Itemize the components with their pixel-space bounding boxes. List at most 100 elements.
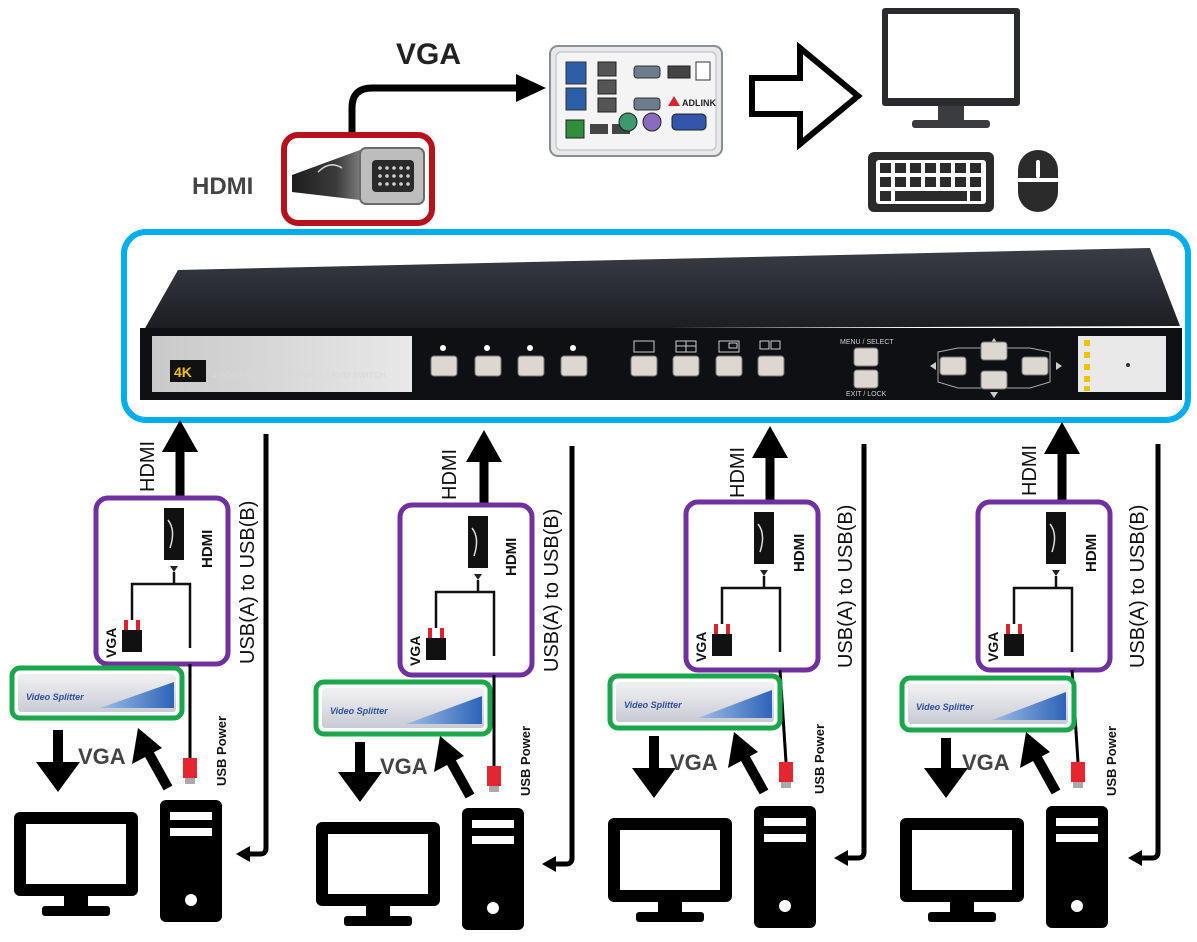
usb-plug-icon: [183, 758, 197, 784]
hdmi-up-label: HDMI: [439, 449, 461, 500]
splitter-text: Video Splitter: [330, 706, 388, 716]
vga-label: VGA: [380, 754, 428, 779]
exit-lock-button[interactable]: [853, 369, 879, 389]
monitor-icon: [900, 818, 1024, 922]
pc-tower-icon: [754, 806, 816, 928]
vga-label: VGA: [962, 750, 1010, 775]
port-button-1[interactable]: [430, 355, 458, 377]
hdmi-to-vga-adapter-icon: [1004, 512, 1074, 656]
vga-up-cable: [739, 753, 769, 795]
menu-label: MENU / SELECT: [840, 339, 894, 346]
station-adapter-frame: [683, 499, 821, 673]
vga-label: VGA: [670, 750, 718, 775]
station-1: HDMI HDMI VGA USB(A) to USB(B) USB Power…: [9, 420, 269, 922]
adapter-vga-label: VGA: [693, 632, 709, 662]
vga-down-arrowhead: [36, 762, 80, 792]
usb-cable: [554, 446, 575, 867]
hdmi-up-arrowhead: [466, 430, 502, 462]
mouse-icon: [1018, 150, 1058, 212]
dpad-up-button[interactable]: [980, 341, 1008, 361]
usb-plug-icon: [1071, 762, 1085, 788]
port-button-3[interactable]: [517, 355, 545, 377]
hdmi-up-label: HDMI: [1019, 445, 1041, 496]
adapter-vga-label: VGA: [103, 628, 119, 658]
usb-plug-icon: [779, 762, 793, 788]
splitter-text: Video Splitter: [26, 692, 84, 702]
usb-cable-label: USB(A) to USB(B): [541, 509, 563, 672]
pc-tower-icon: [160, 800, 222, 922]
video-splitter-icon: Video Splitter: [908, 684, 1068, 724]
adapter-hdmi-label: HDMI: [791, 534, 808, 572]
hdmi-to-vga-adapter-icon: [712, 512, 782, 656]
usb-cable: [1140, 444, 1161, 861]
station-adapter-frame: [975, 499, 1113, 673]
adapter-hdmi-label: HDMI: [503, 538, 520, 576]
vga-cable: [348, 84, 520, 135]
dpad-down-button[interactable]: [980, 370, 1008, 390]
hdmi-up-label: HDMI: [137, 441, 159, 492]
usb-cable-label: USB(A) to USB(B): [237, 501, 259, 664]
hdmi-up-arrowhead: [162, 420, 198, 452]
station-3: HDMI HDMI VGA USB(A) to USB(B) USB Power…: [607, 426, 867, 928]
view-button-dual[interactable]: [757, 355, 785, 377]
adapter-hdmi-label: HDMI: [199, 530, 216, 568]
kvm-model-text: 4 PORT MULTIVIEW HDMI 2.0 KVM SWITCH: [212, 370, 386, 380]
pc-tower-icon: [462, 808, 524, 930]
splitter-text: Video Splitter: [916, 702, 974, 712]
vga-down-arrowhead: [924, 768, 968, 798]
port-button-2[interactable]: [474, 355, 502, 377]
adapter-vga-label: VGA: [407, 636, 423, 666]
usb-cable: [248, 434, 269, 857]
vga-up-arrowhead: [434, 736, 464, 772]
usb-power-label: USB Power: [518, 726, 533, 796]
hdmi-up-arrowhead: [1044, 422, 1080, 454]
dpad-left-button[interactable]: [939, 356, 967, 376]
keyboard-icon: [868, 152, 994, 212]
view-button-pip[interactable]: [715, 355, 743, 377]
usb-cable-label: USB(A) to USB(B): [835, 505, 857, 668]
hdmi-to-vga-adapter-icon: [426, 516, 496, 660]
kvm-badge: 4K: [174, 364, 192, 380]
vga-up-arrowhead: [132, 728, 162, 764]
adapter-hdmi-label: HDMI: [1083, 534, 1100, 572]
vga-up-cable: [445, 757, 475, 799]
usb-cable-arrowhead: [542, 856, 556, 872]
view-button-single[interactable]: [630, 355, 658, 377]
hdmi-up-arrowhead: [752, 426, 788, 458]
vga-up-cable: [143, 749, 173, 791]
usb-power-label: USB Power: [812, 724, 827, 794]
vga-label: VGA: [78, 744, 126, 769]
kvm-switch-icon: 4K 4 PORT MULTIVIEW HDMI 2.0 KVM SWITCH: [140, 248, 1182, 400]
menu-select-button[interactable]: [853, 347, 879, 367]
usb-plug-icon: [487, 766, 501, 792]
vga-down-arrowhead: [632, 768, 676, 798]
view-mode-buttons: [630, 340, 785, 377]
vga-cable-arrowhead: [516, 74, 546, 102]
vga-up-cable: [1031, 753, 1061, 795]
monitor-icon: [14, 812, 138, 916]
port-buttons: [430, 345, 588, 377]
industrial-pc-icon: ADLINK: [549, 45, 723, 157]
top-section: VGA HDMI: [192, 8, 1058, 226]
vga-down-arrowhead: [338, 772, 382, 802]
splitter-text: Video Splitter: [624, 700, 682, 710]
dpad-right-button[interactable]: [1021, 356, 1049, 376]
video-splitter-icon: Video Splitter: [18, 674, 176, 712]
video-splitter-icon: Video Splitter: [322, 688, 484, 728]
usb-power-label: USB Power: [214, 716, 229, 786]
station-2: HDMI HDMI VGA USB(A) to USB(B) USB Power…: [313, 430, 575, 930]
view-button-quad[interactable]: [672, 355, 700, 377]
direction-pad: [930, 338, 1062, 398]
usb-cable-arrowhead: [1128, 850, 1142, 866]
usb-cable-arrowhead: [834, 850, 848, 866]
station-4: HDMI HDMI VGA USB(A) to USB(B) USB Power…: [899, 422, 1161, 928]
top-hdmi-label: HDMI: [192, 173, 253, 200]
monitor-icon: [316, 822, 440, 926]
hollow-arrow-right-icon: [749, 41, 863, 151]
pc-tower-icon: [1046, 806, 1108, 928]
port-button-4[interactable]: [560, 355, 588, 377]
pc-brand-label: ADLINK: [682, 98, 716, 108]
usb-power-label: USB Power: [1104, 726, 1119, 796]
kvm-switch: 4K 4 PORT MULTIVIEW HDMI 2.0 KVM SWITCH: [121, 229, 1191, 423]
usb-cable: [846, 444, 867, 861]
